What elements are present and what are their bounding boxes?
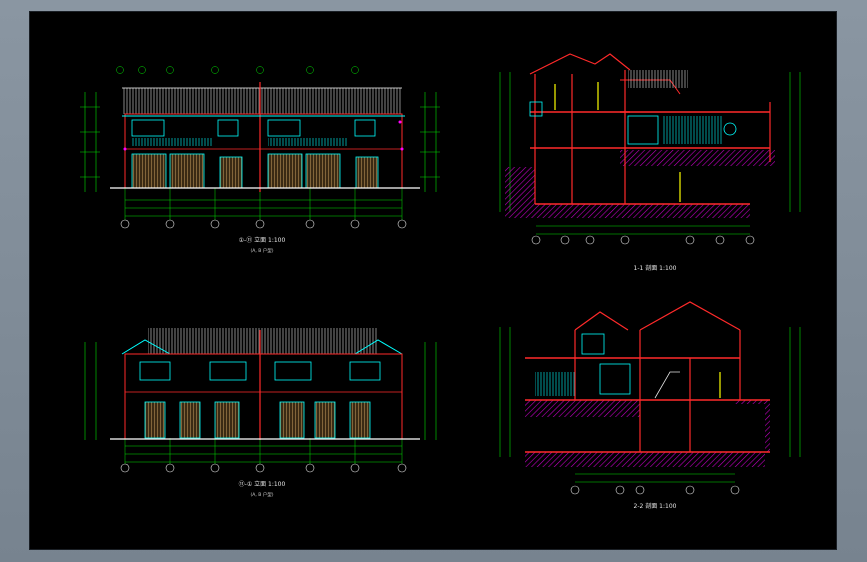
section-1-1: 1-1 剖面 1:100 — [499, 53, 801, 272]
front-elevation: ①-⑪ 立面 1:100 (A, B 户型) — [80, 66, 440, 254]
section-2-2: 2-2 剖面 1:100 — [499, 301, 801, 510]
rear-elevation-subtitle: (A, B 户型) — [251, 491, 274, 498]
rear-elevation: ⑪-① 立面 1:100 (A, B 户型) — [84, 328, 437, 498]
rear-elevation-title: ⑪-① 立面 1:100 — [239, 480, 286, 488]
front-elevation-subtitle: (A, B 户型) — [251, 247, 274, 254]
section-2-title: 2-2 剖面 1:100 — [634, 502, 677, 510]
cad-drawing-canvas: ①-⑪ 立面 1:100 (A, B 户型) — [80, 53, 801, 510]
front-elevation-title: ①-⑪ 立面 1:100 — [239, 236, 286, 244]
drawing-sheet: ①-⑪ 立面 1:100 (A, B 户型) — [30, 12, 836, 549]
section-1-title: 1-1 剖面 1:100 — [634, 264, 677, 272]
